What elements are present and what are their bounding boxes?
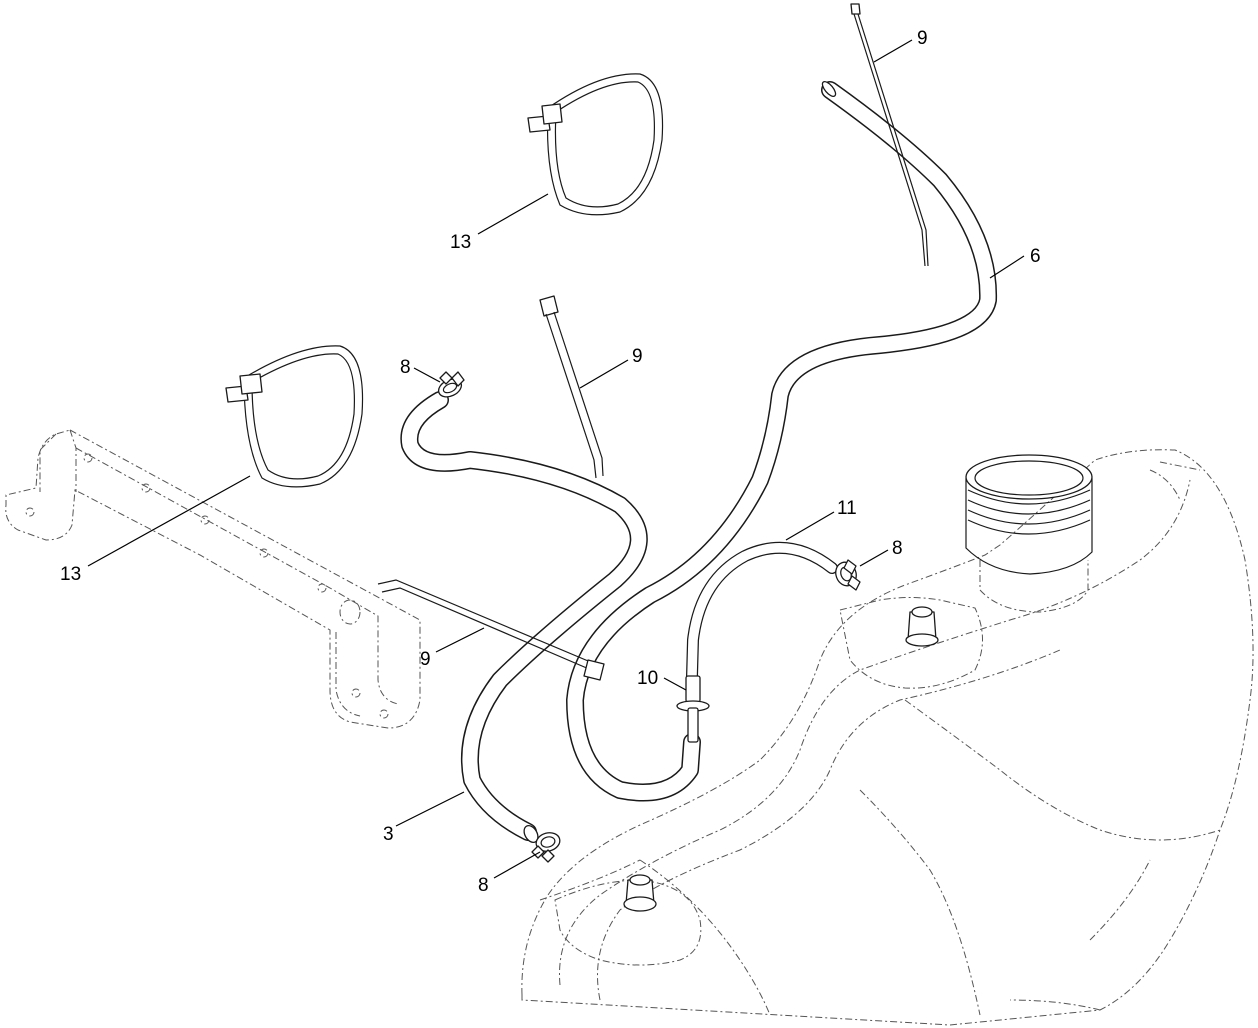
callout-8-top-left: 8 [400,357,411,378]
cable-tie-middle [539,295,604,479]
hose-11 [686,541,838,682]
band-strap-left [225,345,364,488]
callout-3: 3 [383,824,394,845]
hose-6 [566,80,998,802]
callout-13-left: 13 [60,564,81,585]
vent-fitting [905,606,939,647]
callout-labels: 9 13 6 9 8 13 11 8 9 10 3 8 [60,28,1041,896]
callout-9-lower: 9 [420,649,431,670]
fuel-tank [521,449,1254,1026]
fitting-10 [676,675,710,743]
callout-11: 11 [837,498,857,519]
cable-tie-lower [377,579,605,681]
hose-clamp-right [835,559,861,591]
filler-neck [965,454,1093,575]
callout-8-right: 8 [892,538,903,559]
fuel-fitting [623,874,657,912]
hose-clamp-top-left [437,371,465,398]
callout-13-top: 13 [450,232,471,253]
hose-3 [400,391,648,844]
cable-tie-top-right [850,3,929,267]
mounting-bracket [5,429,421,729]
callout-6: 6 [1030,246,1041,267]
callout-9-top-right: 9 [917,28,928,49]
band-strap-top [527,73,664,216]
leader-lines [87,39,1025,879]
callout-8-bottom: 8 [478,875,489,896]
callout-9-middle: 9 [632,346,643,367]
callout-10: 10 [637,668,658,689]
